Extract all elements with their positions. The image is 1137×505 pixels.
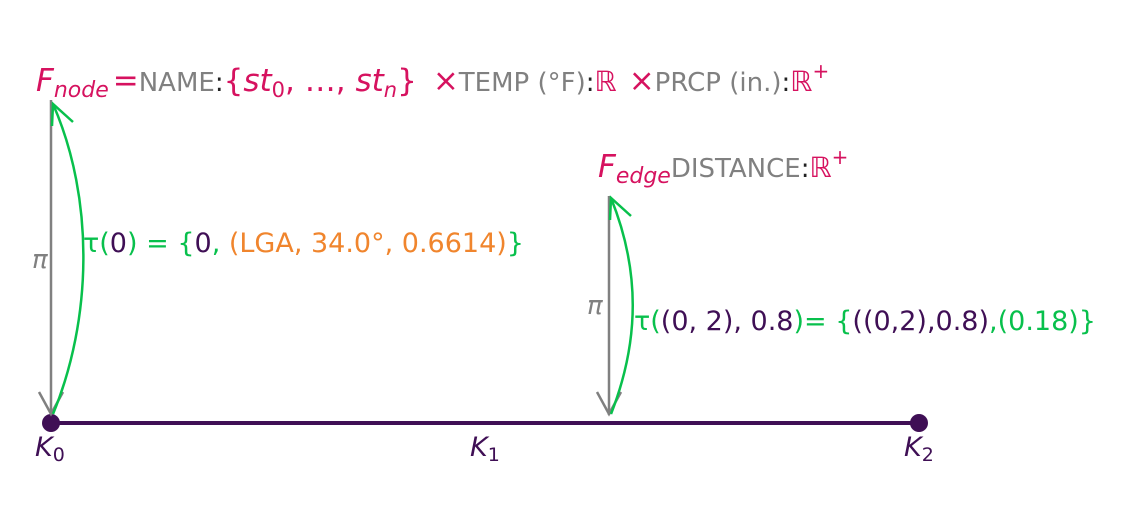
edge-fiber-sub: edge — [616, 164, 671, 189]
tau-edge-rest: ,(0.18)} — [989, 306, 1096, 337]
tau-arrow-node — [51, 103, 85, 415]
prcp-colon: : — [781, 68, 790, 98]
node-fiber-eq: = — [113, 63, 139, 99]
edge-real-plus-sup: + — [832, 145, 849, 169]
temp-label: TEMP (°F) — [458, 68, 586, 98]
tau-node-close: ) — [127, 228, 138, 259]
real-set: ℝ — [595, 65, 617, 98]
edge-fiber-F: F — [598, 149, 617, 185]
tau-node-open: τ( — [83, 228, 110, 259]
node-k2-dot — [910, 414, 928, 432]
tau-node-close-brace: } — [507, 228, 524, 259]
distance-label: DISTANCE — [671, 154, 801, 184]
times-1: × — [433, 63, 459, 99]
distance-colon: : — [801, 154, 810, 184]
tau-node-comma: , — [212, 228, 229, 259]
tau-edge-val: ((0,2),0.8) — [852, 306, 989, 337]
node-label-k2: K2 — [904, 432, 934, 466]
pi-label-node: π — [32, 245, 48, 275]
st-n-sub: n — [384, 78, 397, 102]
real-plus-sup: + — [812, 59, 829, 83]
st-0-sub: 0 — [272, 78, 285, 102]
prcp-label: PRCP (in.) — [655, 68, 782, 98]
node-label-k1: K1 — [470, 432, 500, 466]
node-fiber-sub: node — [54, 78, 109, 103]
edge-real-plus: ℝ — [809, 151, 831, 184]
edge-fiber-formula: FedgeDISTANCE:ℝ+ — [598, 145, 848, 189]
temp-colon: : — [586, 68, 595, 98]
tau-node-val0: 0 — [195, 228, 212, 259]
tau-edge-eq: )= { — [794, 306, 853, 337]
node-fiber-F: F — [36, 63, 55, 99]
tau-edge-open: τ( — [634, 306, 661, 337]
node-fiber-formula: Fnode=NAME:{st0, …, stn}×TEMP (°F):ℝ×PRC… — [36, 59, 829, 103]
node-k0-dot — [42, 414, 60, 432]
name-label: NAME — [139, 68, 215, 98]
st-0: st — [243, 63, 273, 99]
real-plus-set: ℝ — [790, 65, 812, 98]
tau-node-arg: 0 — [110, 228, 127, 259]
tau-node-record: (LGA, 34.0°, 0.6614) — [229, 228, 507, 259]
tau-edge-arg: (0, 2), 0.8 — [661, 306, 794, 337]
node-label-k0: K0 — [35, 432, 65, 466]
tau-node-label: τ(0) = {0, (LGA, 34.0°, 0.6614)} — [83, 228, 524, 259]
set-sep: , …, — [285, 63, 355, 99]
tau-arrowhead-node — [50, 101, 74, 127]
pi-label-edge: π — [587, 291, 603, 321]
name-colon: : — [215, 68, 224, 98]
set-open: { — [224, 63, 244, 99]
st-n: st — [355, 63, 385, 99]
tau-edge-label: τ((0, 2), 0.8)= {((0,2),0.8),(0.18)} — [634, 306, 1096, 337]
times-2: × — [629, 63, 655, 99]
tau-node-eq: = { — [138, 228, 195, 259]
tau-arrow-edge — [609, 197, 634, 415]
tau-arrowhead-edge — [608, 195, 632, 221]
set-close: } — [397, 63, 417, 99]
